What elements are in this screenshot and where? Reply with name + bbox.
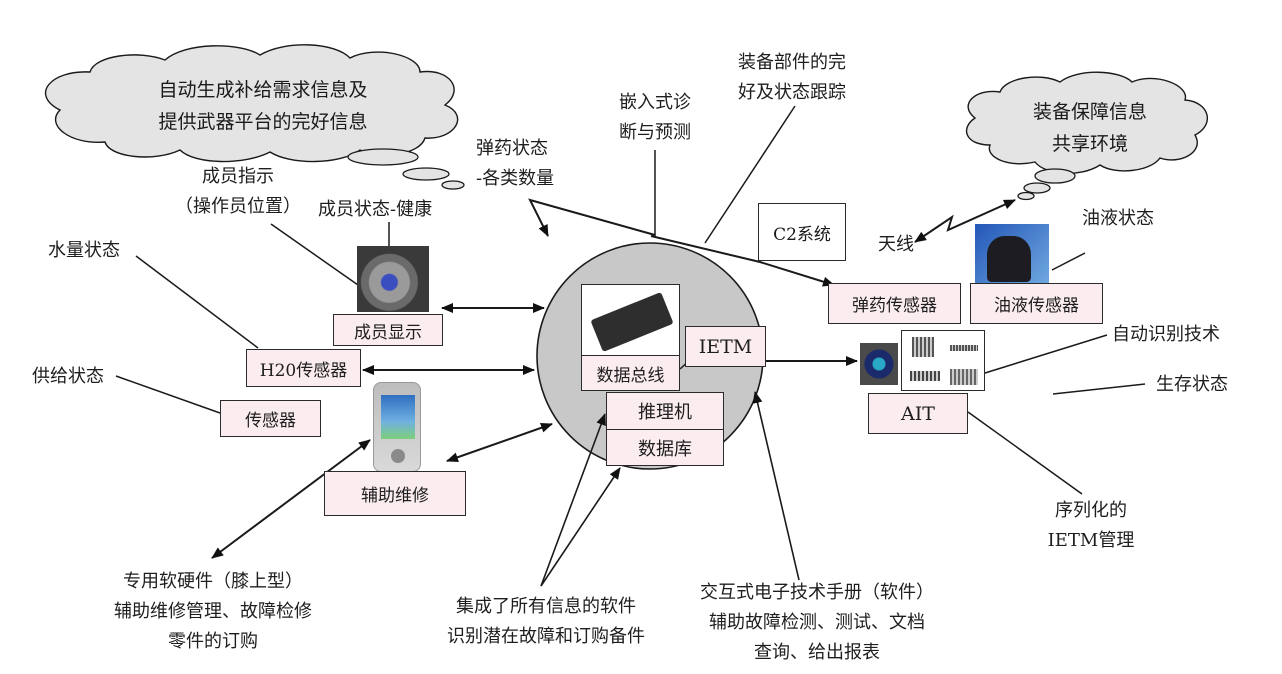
data-bus-box[interactable]: 数据总线 [581, 355, 680, 391]
label-ietm-desc-line-1: 交互式电子技术手册（软件） [700, 582, 934, 603]
arrow-integrated-sw-2 [540, 467, 621, 587]
arrow-integrated-sw-1 [540, 413, 606, 587]
ietm-box[interactable]: IETM [685, 326, 766, 367]
label-ietm-desc-line-3: 查询、给出报表 [754, 642, 880, 663]
leader-supply-status [115, 375, 221, 414]
leader-auto-id [984, 334, 1108, 374]
label-member-indication-line-2: （操作员位置） [175, 196, 301, 217]
pda-device-image [373, 382, 421, 472]
label-survival-status: 生存状态 [1156, 374, 1228, 395]
label-dedicated-hw: 专用软硬件（膝上型） 辅助维修管理、故障检修 零件的订购 [108, 567, 318, 657]
label-ammo-status-line-1: 弹药状态 [476, 138, 548, 159]
barcode-image [901, 330, 985, 391]
barcode-3 [910, 371, 940, 381]
label-serialized-ietm-line-1: 序列化的 [1055, 500, 1127, 521]
label-serialized-ietm-line-2: IETM管理 [1047, 530, 1135, 551]
database-box[interactable]: 数据库 [606, 429, 724, 466]
oil-sensor-image [975, 224, 1049, 284]
inference-engine-box[interactable]: 推理机 [606, 392, 724, 430]
label-ammo-status: 弹药状态 -各类数量 [476, 134, 554, 194]
cloud-right-text: 装备保障信息 共享环境 [1020, 96, 1160, 160]
aux-maintenance-box[interactable]: 辅助维修 [324, 471, 466, 516]
cloud-right [965, 71, 1208, 201]
arrow-ietm-desc [752, 391, 800, 581]
arrow-antenna-link [914, 199, 1016, 243]
leader-water-status [135, 255, 259, 349]
data-bus-image [581, 284, 680, 357]
cloud-left-text: 自动生成补给需求信息及 提供武器平台的完好信息 [118, 74, 408, 138]
label-ietm-desc-line-2: 辅助故障检测、测试、文档 [709, 612, 925, 633]
label-equipment-tracking-line-1: 装备部件的完 [738, 52, 846, 73]
cloud-left-line-1: 自动生成补给需求信息及 [158, 79, 368, 101]
label-integrated-sw-line-2: 识别潜在故障和订购备件 [447, 626, 645, 647]
label-embedded-diag: 嵌入式诊 断与预测 [610, 88, 700, 148]
arrow-dedicated-hw [211, 439, 371, 559]
leader-equipment-tracking [704, 105, 796, 244]
pda-screen [381, 395, 415, 439]
arrow-ammo-status [528, 198, 656, 237]
barcode-4 [950, 369, 978, 385]
cloud-left-line-2: 提供武器平台的完好信息 [158, 111, 368, 133]
leader-survival [1052, 383, 1146, 395]
c2-system-box[interactable]: C2系统 [758, 203, 846, 261]
h2o-sensor-box[interactable]: H20传感器 [246, 349, 361, 387]
oil-sensor-device [987, 236, 1031, 282]
label-dedicated-hw-line-3: 零件的订购 [168, 631, 258, 652]
oil-sensor-box[interactable]: 油液传感器 [970, 283, 1103, 324]
arrow-ammo-sensor [650, 235, 835, 287]
member-display-image [357, 246, 429, 312]
barcode-1 [912, 337, 934, 357]
barcode-2 [950, 345, 978, 351]
label-antenna: 天线 [878, 234, 914, 255]
label-integrated-sw-line-1: 集成了所有信息的软件 [456, 596, 636, 617]
ammo-sensor-box[interactable]: 弹药传感器 [828, 283, 961, 324]
label-dedicated-hw-line-1: 专用软硬件（膝上型） [123, 571, 303, 592]
label-ammo-status-line-2: -各类数量 [476, 168, 555, 189]
arrow-pda [446, 422, 553, 463]
member-display-box[interactable]: 成员显示 [333, 314, 443, 346]
label-member-indication-line-1: 成员指示 [202, 166, 274, 187]
ait-tag-image [860, 343, 898, 385]
label-auto-id-tech: 自动识别技术 [1112, 324, 1220, 345]
cloud-left [44, 44, 465, 190]
cloud-right-line-1: 装备保障信息 [1032, 101, 1147, 123]
label-water-status: 水量状态 [48, 240, 120, 261]
label-member-health: 成员状态-健康 [318, 199, 433, 220]
leader-member-indication [270, 223, 359, 286]
circuit-board [590, 292, 674, 352]
label-equipment-tracking-line-2: 好及状态跟踪 [738, 82, 846, 103]
cloud-right-line-2: 共享环境 [1051, 133, 1128, 155]
label-ietm-desc: 交互式电子技术手册（软件） 辅助故障检测、测试、文档 查询、给出报表 [682, 578, 952, 668]
label-equipment-tracking: 装备部件的完 好及状态跟踪 [738, 48, 846, 108]
label-embedded-diag-line-2: 断与预测 [619, 122, 691, 143]
pda-button [391, 449, 405, 463]
leader-ait [967, 411, 1083, 495]
label-supply-status: 供给状态 [32, 366, 104, 387]
label-member-indication: 成员指示 （操作员位置） [168, 162, 308, 222]
label-integrated-sw: 集成了所有信息的软件 识别潜在故障和订购备件 [434, 592, 658, 652]
leader-oil-status [1051, 252, 1086, 271]
label-serialized-ietm: 序列化的 IETM管理 [1046, 496, 1136, 556]
ait-box[interactable]: AIT [868, 393, 968, 434]
label-oil-status: 油液状态 [1082, 208, 1154, 229]
label-dedicated-hw-line-2: 辅助维修管理、故障检修 [114, 601, 312, 622]
label-embedded-diag-line-1: 嵌入式诊 [619, 92, 691, 113]
sensor-box[interactable]: 传感器 [220, 400, 321, 437]
